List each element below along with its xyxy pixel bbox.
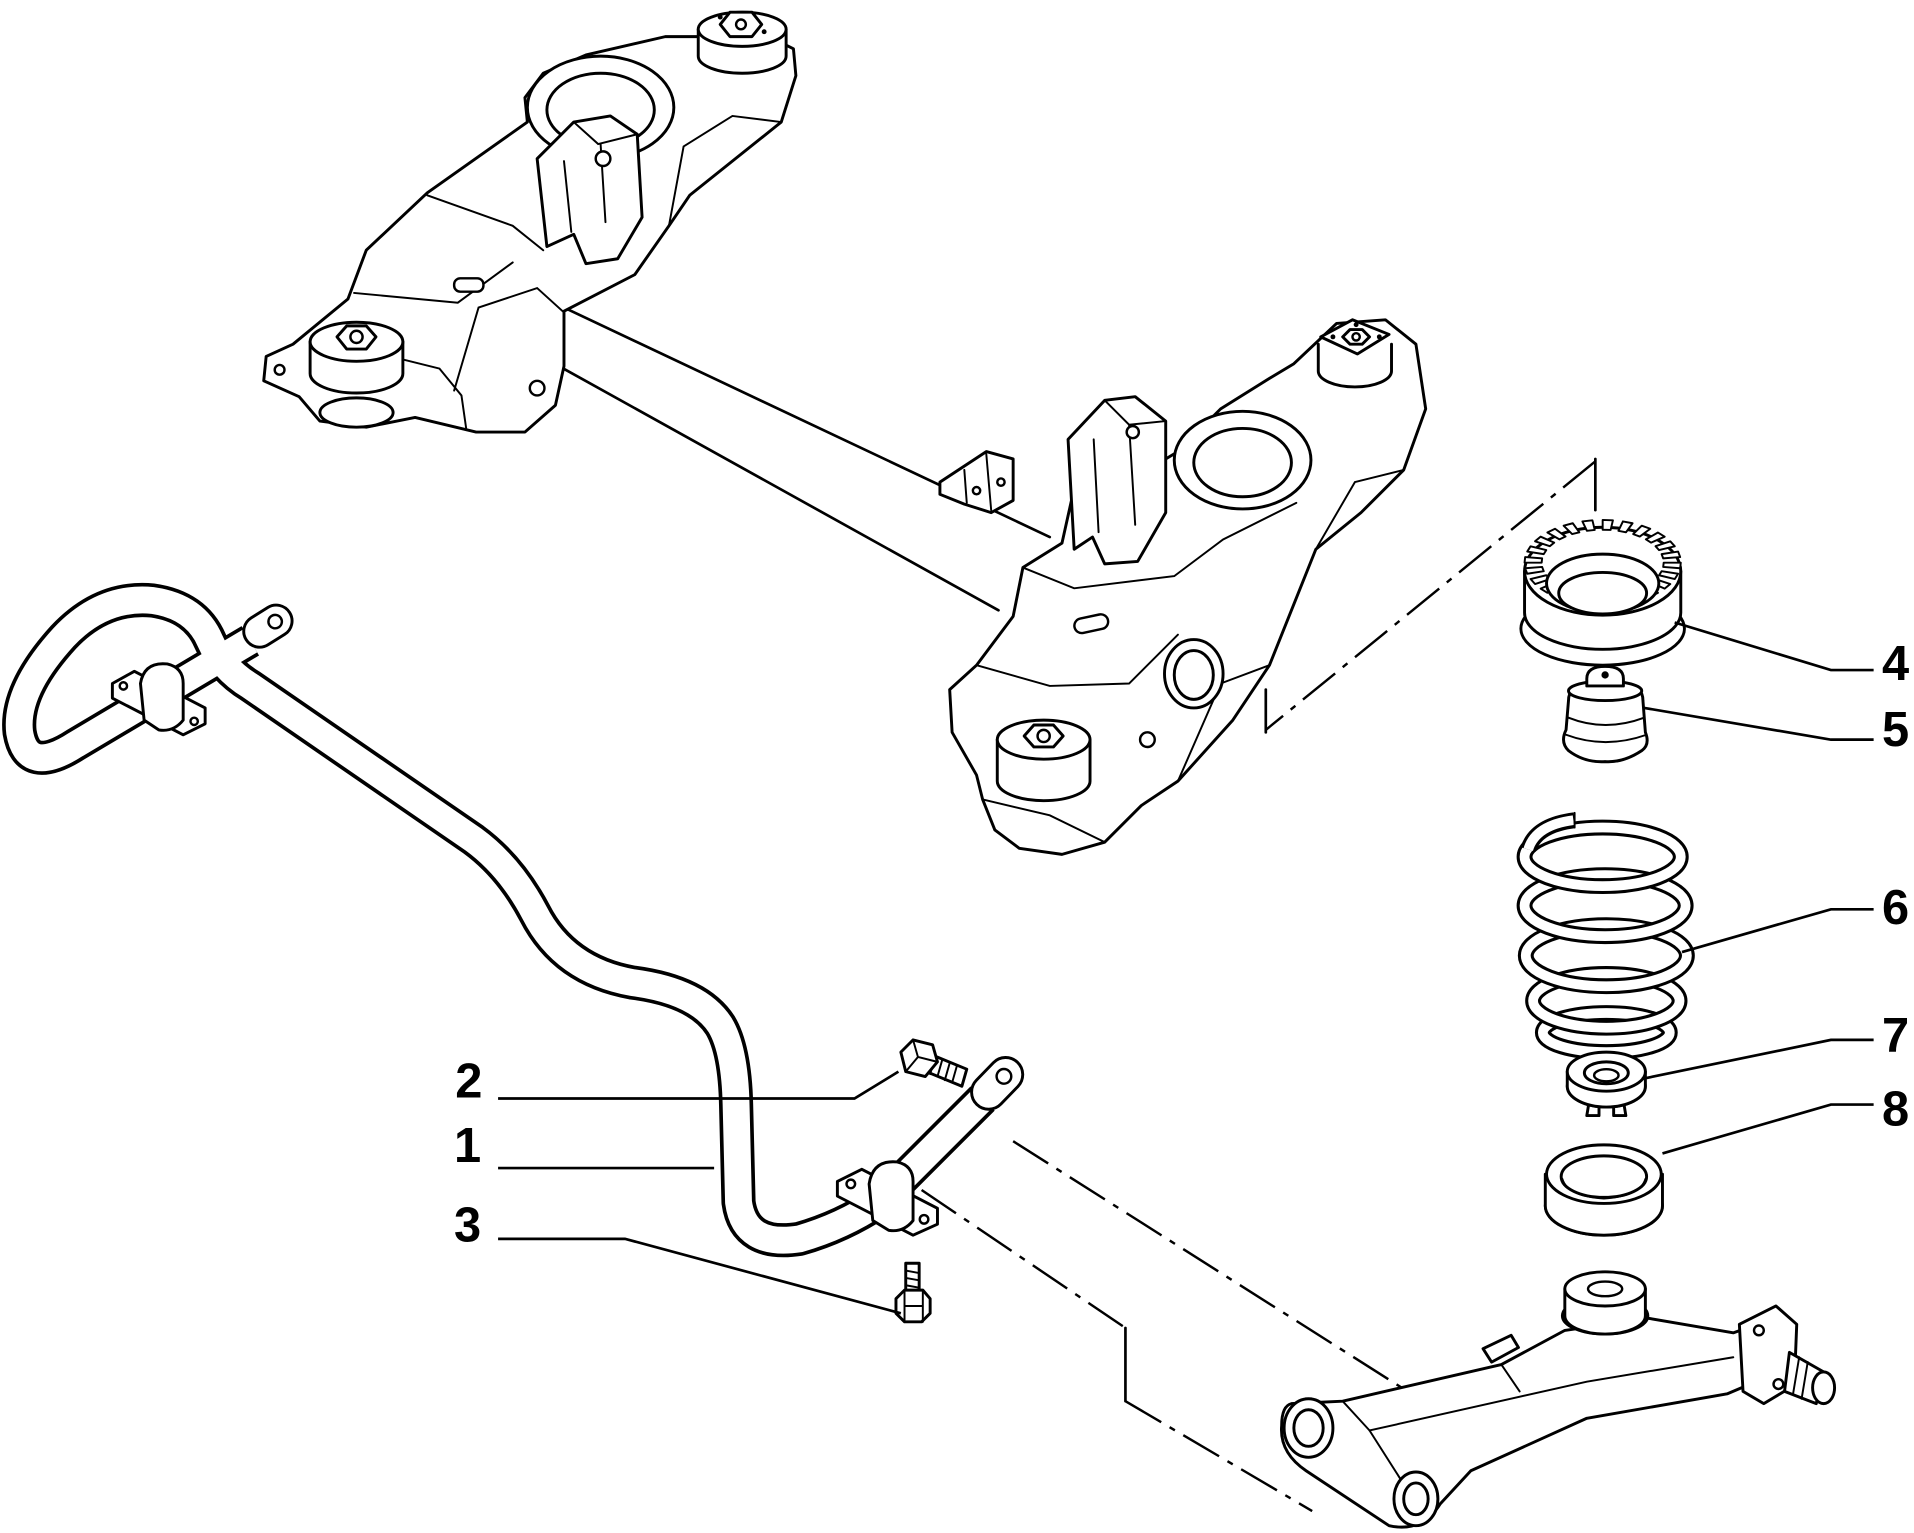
bolt	[899, 1038, 969, 1088]
stabilizer-right-clamp	[835, 1160, 939, 1237]
spring-seat-tooth	[1654, 540, 1676, 552]
spring-seat-tooth	[1658, 570, 1680, 581]
left-upper-mount	[696, 10, 788, 75]
stabilizer-right-eye	[970, 1056, 1025, 1111]
spring-seat-tooth	[1662, 561, 1682, 570]
leader-5	[1643, 706, 1874, 741]
spring-seat-tooth	[1534, 535, 1556, 548]
right-lower-mount	[995, 718, 1092, 803]
wheel-spindle	[1783, 1350, 1837, 1406]
callout-8: 8	[1882, 1082, 1909, 1136]
spring-seat-tooth	[1523, 556, 1544, 564]
spring-seat-tooth	[1601, 518, 1614, 531]
trailing-arm-spring-boss	[1560, 1270, 1650, 1336]
callout-5: 5	[1882, 703, 1909, 757]
stabilizer-left-eye	[242, 603, 294, 649]
spring-seat-tooth	[1617, 520, 1634, 534]
spring-seat-tooth	[1562, 522, 1581, 536]
leader-lines	[498, 621, 1874, 1315]
right-arm-slot	[1073, 613, 1110, 635]
callout-2: 2	[455, 1054, 482, 1108]
tube-bracket	[938, 450, 1015, 515]
crossmember-left-arm	[262, 10, 798, 434]
screw	[894, 1261, 932, 1324]
bearing-washer	[1565, 1050, 1647, 1118]
left-shock-bracket	[535, 114, 644, 266]
callout-6: 6	[1882, 881, 1909, 935]
leader-2	[498, 1070, 900, 1100]
stabilizer-bar	[2, 582, 1025, 1258]
spring-seat-tooth	[1546, 527, 1567, 541]
spring-seat-tooth	[1660, 550, 1682, 560]
leader-3	[498, 1237, 902, 1315]
leader-8	[1662, 1103, 1874, 1155]
lower-spring-seat	[1543, 1143, 1664, 1237]
leader-7	[1641, 1038, 1874, 1081]
spring-seat-tooth	[1632, 524, 1652, 538]
crossmember-right-arm	[948, 318, 1428, 856]
left-lower-mount	[308, 320, 405, 429]
trailing-arm	[1280, 1270, 1837, 1529]
callout-4: 4	[1882, 637, 1909, 691]
leader-4	[1674, 621, 1874, 672]
alignment-lines	[920, 457, 1597, 1513]
leader-6	[1681, 907, 1874, 954]
callout-7: 7	[1882, 1009, 1909, 1063]
stabilizer-left-clamp	[110, 662, 207, 737]
left-arm-slot	[452, 277, 485, 293]
spring-seat-tooth	[1581, 519, 1596, 532]
spring-seat-tooth	[1644, 531, 1666, 544]
callout-3: 3	[454, 1198, 481, 1252]
coil-spring	[1516, 811, 1695, 1061]
spring-seat-tooth	[1524, 565, 1545, 575]
callouts: 1 2 3 4 5 6 7 8	[454, 637, 1909, 1252]
axle-crossmember	[262, 10, 1428, 856]
spring-seat	[1519, 518, 1686, 667]
callout-1: 1	[454, 1119, 481, 1173]
right-upper-mount	[1316, 318, 1393, 389]
bump-stop	[1562, 664, 1649, 764]
spring-seat-tooth	[1526, 545, 1548, 556]
right-shock-bracket	[1066, 395, 1168, 566]
